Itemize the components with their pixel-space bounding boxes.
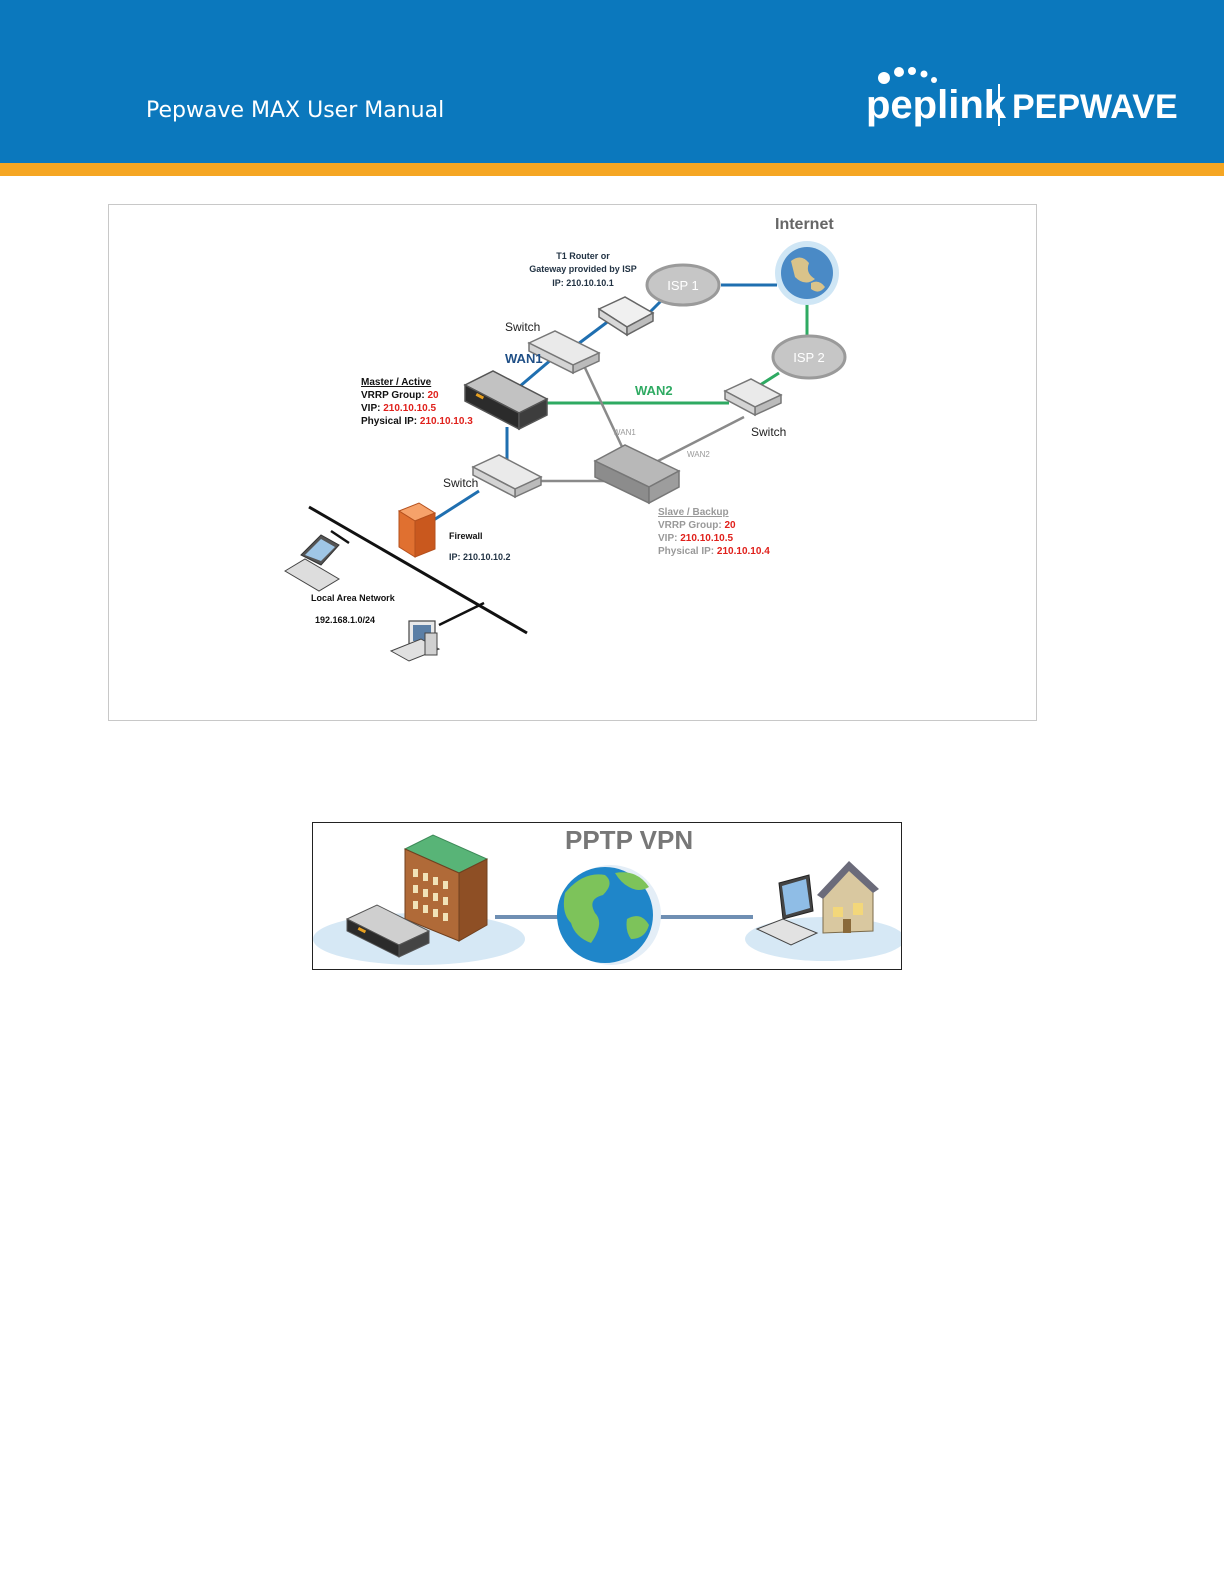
pptp-title: PPTP VPN [565,825,693,855]
wan1-blue-label: WAN1 [505,351,543,366]
lan-subnet: 192.168.1.0/24 [315,615,375,625]
pptp-diagram-svg: PPTP VPN [313,825,901,965]
link-slave-wan1 [577,354,626,452]
wan2-gray-label: WAN2 [687,450,710,459]
brand-left: peplink [866,83,1007,127]
vpn-router-icon [345,904,431,958]
t1-router-line1: T1 Router or [556,251,610,261]
pptp-vpn-diagram: PPTP VPN [312,822,902,970]
switch-right-label: Switch [751,425,786,439]
wan2-green-label: WAN2 [635,383,673,398]
peplink-pepwave-logo: peplink PEPWAVE [866,67,1178,127]
desktop-computer-icon [389,620,441,662]
lan-bus [308,505,528,635]
t1-router-line2: Gateway provided by ISP [529,264,637,274]
isp2-label: ISP 2 [793,350,825,365]
wan1-gray-label: WAN1 [613,428,636,437]
slave-physical-ip: Physical IP: 210.10.10.4 [658,546,770,557]
switch-bottom-icon [471,454,543,499]
switch-bottom-label: Switch [443,476,478,490]
master-vrrp: VRRP Group: 20 [361,390,439,401]
isp1-node [645,263,721,307]
master-router-icon [463,370,549,431]
brand-right: PEPWAVE [1012,88,1178,126]
vrrp-network-diagram: Internet ISP 1 ISP 2 T1 Router or Gatewa… [108,204,1037,721]
t1-router-icon [597,296,655,337]
isp2-node [771,334,847,380]
header-stripe [0,163,1224,176]
slave-vrrp: VRRP Group: 20 [658,520,736,531]
slave-router-icon [593,444,681,505]
switch-right-icon [723,378,783,417]
firewall-icon [397,502,437,558]
t1-router-line3: IP: 210.10.10.1 [552,278,614,288]
slave-vip: VIP: 210.10.10.5 [658,533,734,544]
globe-icon [557,865,661,965]
office-building-icon [403,834,489,942]
master-vip: VIP: 210.10.10.5 [361,403,437,414]
home-house-icon [817,861,879,934]
page-header: Pepwave MAX User Manual peplink PEPWAVE [0,0,1224,163]
firewall-ip: IP: 210.10.10.2 [449,552,511,562]
remote-laptop-icon [755,874,819,946]
master-physical-ip: Physical IP: 210.10.10.3 [361,416,473,427]
isp1-label: ISP 1 [667,278,699,293]
link-lanswitch-firewall [428,489,480,525]
vrrp-diagram-svg: Internet ISP 1 ISP 2 T1 Router or Gatewa… [284,216,847,662]
manual-title: Pepwave MAX User Manual [146,98,445,123]
link-slave-wan2 [653,415,745,465]
firewall-label: Firewall [449,531,483,541]
master-title: Master / Active [361,377,432,388]
slave-title: Slave / Backup [658,507,729,518]
internet-label: Internet [775,216,834,233]
laptop-icon [284,534,340,592]
switch-top-icon [527,330,601,375]
switch-top-label: Switch [505,320,540,334]
lan-label: Local Area Network [311,593,396,603]
